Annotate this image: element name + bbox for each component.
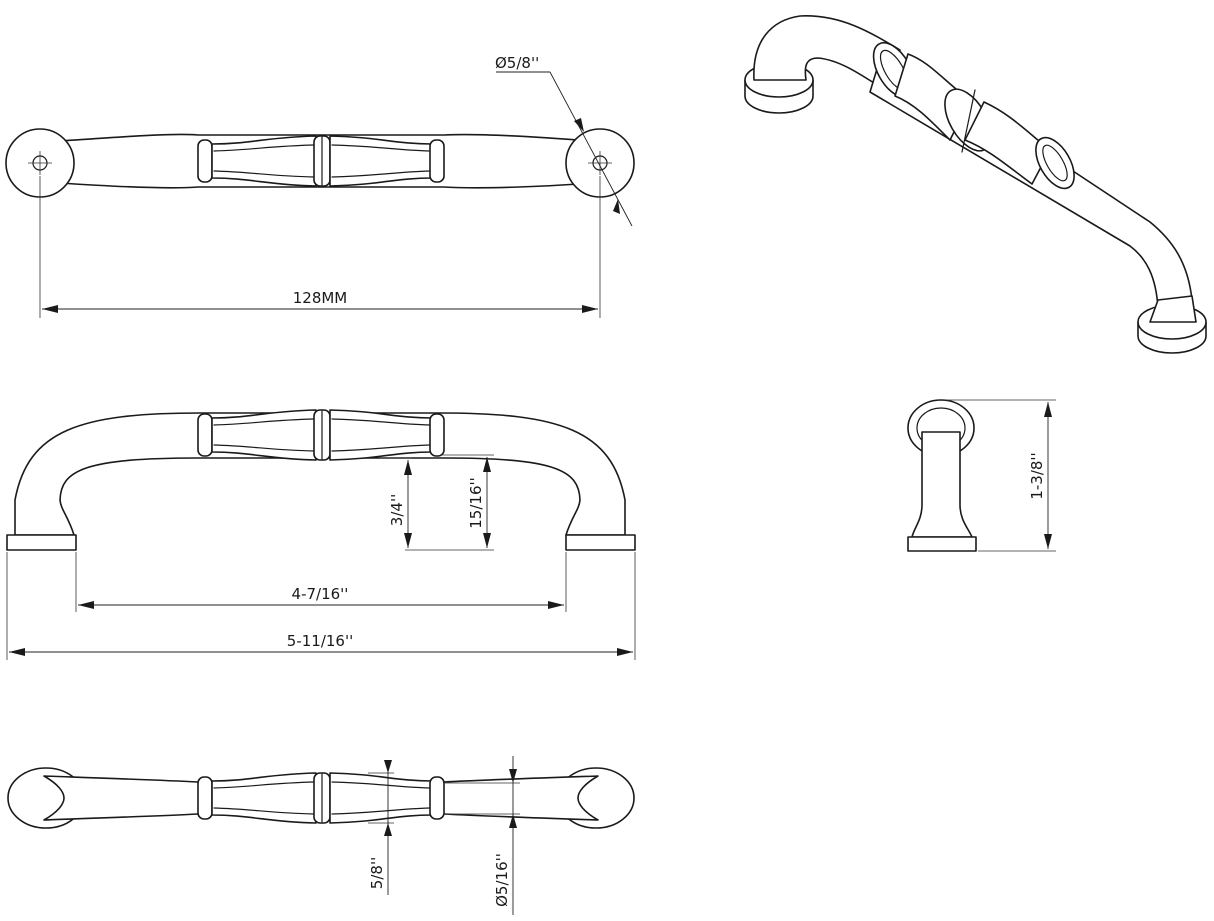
inner-height-label: 3/4'': [388, 494, 406, 526]
center-to-center-label: 128MM: [293, 289, 348, 307]
overall-length-label: 5-11/16'': [287, 632, 353, 650]
isometric-view: [744, 15, 1207, 354]
inner-length-label: 4-7/16'': [292, 585, 349, 603]
inner-length-dimension: 4-7/16'': [78, 585, 564, 609]
side-view: 1-3/8'': [907, 399, 1056, 552]
bottom-view-ornament: [197, 772, 445, 824]
projection-label: 1-3/8'': [1028, 452, 1046, 499]
collar-width-dimension: 5/8'': [368, 760, 392, 895]
right-screw-hole-icon: [588, 151, 612, 175]
bar-diameter-label: Ø5/16'': [493, 853, 511, 907]
left-screw-hole-icon: [28, 151, 52, 175]
bar-diameter-dimension: Ø5/16'': [493, 756, 517, 915]
front-view-bar: [14, 412, 626, 536]
hole-diameter-label: Ø5/8'': [495, 54, 539, 72]
overall-length-dimension: 5-11/16'': [9, 632, 633, 656]
bottom-view: 5/8'' Ø5/16'': [7, 756, 635, 915]
front-view: 3/4'' 15/16'' 4-7/16'' 5-11/16'': [6, 409, 636, 660]
top-view-ornament: [197, 135, 445, 187]
center-to-center-dimension: 128MM: [42, 289, 598, 313]
projection-dimension: 1-3/8'': [1028, 402, 1052, 549]
right-base-plate: [565, 534, 636, 551]
bar-height-label: 15/16'': [467, 477, 485, 528]
front-view-ornament: [197, 409, 445, 461]
bar-height-dimension: 15/16'': [467, 457, 491, 548]
hole-diameter-dimension: Ø5/8'': [495, 54, 633, 227]
left-base-plate: [6, 534, 77, 551]
side-view-base: [907, 536, 977, 552]
top-view: 128MM Ø5/8'': [5, 54, 635, 318]
inner-height-dimension: 3/4'': [388, 460, 412, 548]
collar-width-label: 5/8'': [368, 857, 386, 889]
